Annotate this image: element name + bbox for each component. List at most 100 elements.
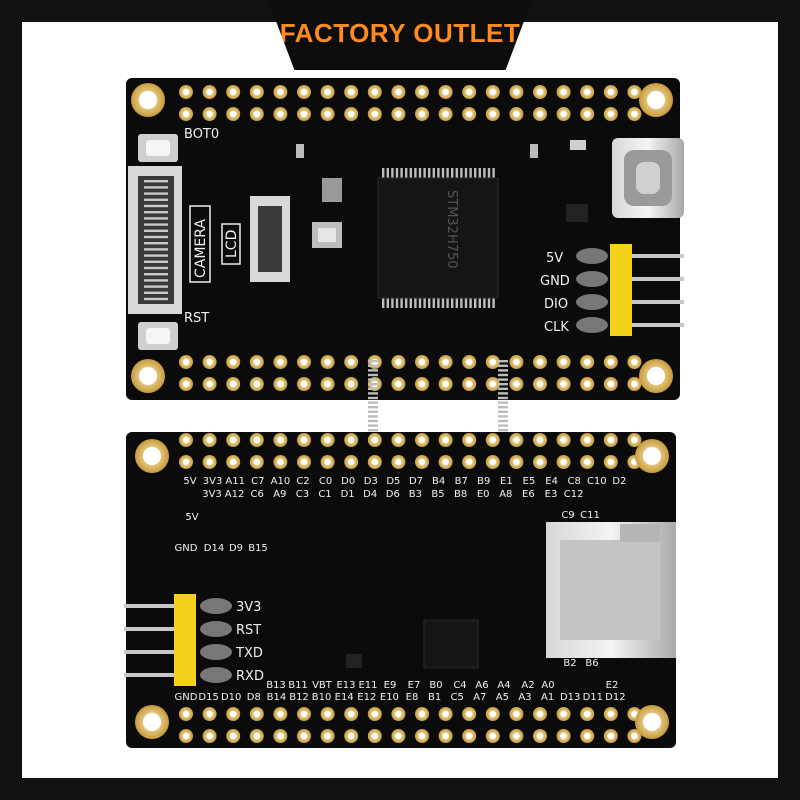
pin-hole-center bbox=[631, 380, 638, 388]
silk-label: B3 bbox=[409, 489, 422, 500]
pin-hole-center bbox=[513, 88, 520, 96]
pin-hole-center bbox=[418, 110, 426, 118]
mcu-pin bbox=[498, 373, 508, 377]
camera-connector-pins bbox=[144, 180, 168, 301]
silk-label: D3 bbox=[364, 476, 378, 487]
pin-hole-center bbox=[513, 710, 520, 718]
mcu-pin bbox=[405, 168, 408, 178]
mcu-pin bbox=[368, 369, 378, 372]
connector-pin bbox=[144, 204, 168, 208]
connector-pin bbox=[144, 211, 168, 214]
pin-hole-center bbox=[348, 110, 355, 118]
silk-label: E14 bbox=[335, 692, 354, 703]
pin-hole-center bbox=[300, 380, 308, 388]
pin-hole-center bbox=[489, 436, 496, 444]
pin-hole-center bbox=[324, 458, 331, 466]
silk-label: C1 bbox=[318, 489, 331, 500]
pin-hole-center bbox=[631, 436, 638, 444]
silk-label: B2 bbox=[563, 658, 576, 669]
silk-label: B5 bbox=[431, 489, 444, 500]
pin-hole-center bbox=[371, 710, 378, 718]
silk-label: C9 bbox=[561, 510, 574, 521]
uart-header-plastic bbox=[174, 594, 196, 686]
pin-hole-center bbox=[584, 358, 591, 366]
silk-label: 3V3 bbox=[203, 476, 223, 487]
mcu-pin bbox=[409, 168, 412, 178]
flash-chip bbox=[423, 619, 479, 669]
mcu-pin bbox=[368, 378, 378, 381]
mcu-pin bbox=[368, 387, 378, 390]
mcu-pin bbox=[483, 168, 486, 178]
mcu-pin bbox=[498, 383, 508, 386]
silk-label: A6 bbox=[475, 680, 488, 691]
pin-hole-center bbox=[513, 732, 520, 740]
camera-label-box bbox=[189, 205, 211, 283]
mcu-pin bbox=[483, 298, 486, 308]
lcd-connector-slot bbox=[258, 206, 282, 272]
mcu-pin bbox=[464, 168, 468, 178]
pin-hole-center bbox=[489, 110, 496, 118]
mcu-pin bbox=[446, 168, 449, 178]
connector-pin bbox=[144, 248, 168, 251]
connector-pin bbox=[144, 229, 168, 232]
pin-hole-center bbox=[536, 380, 544, 388]
smd-regulator bbox=[566, 204, 588, 222]
swd-solder bbox=[576, 248, 608, 264]
swd-pin bbox=[632, 277, 684, 281]
silk-label: D0 bbox=[341, 476, 355, 487]
silk-label: A4 bbox=[497, 680, 510, 691]
pin-hole-center bbox=[300, 710, 308, 718]
sd-card-latch bbox=[620, 524, 660, 542]
silk-label: 5V bbox=[185, 512, 198, 523]
mcu-pin bbox=[474, 298, 477, 308]
mcu-pin bbox=[432, 168, 435, 178]
uart-pin bbox=[124, 673, 178, 677]
crystal-small bbox=[322, 178, 342, 202]
pin-hole-center bbox=[631, 110, 638, 118]
silk-label: C7 bbox=[251, 476, 264, 487]
silk-label: E0 bbox=[477, 489, 490, 500]
silk-label: B4 bbox=[432, 476, 445, 487]
pin-hole-center bbox=[631, 710, 638, 718]
banner-title: FACTORY OUTLET bbox=[279, 18, 521, 48]
uart-solder bbox=[200, 621, 232, 637]
silk-label: B10 bbox=[312, 692, 332, 703]
pin-hole-center bbox=[442, 732, 449, 740]
silk-label: GND bbox=[175, 692, 198, 703]
silk-label: 5V bbox=[183, 476, 196, 487]
mcu-pin bbox=[460, 298, 463, 308]
connector-pin bbox=[144, 279, 168, 282]
pin-hole-center bbox=[607, 710, 614, 718]
pin-hole-center bbox=[513, 358, 520, 366]
pin-hole-center bbox=[466, 380, 473, 388]
connector-pin bbox=[144, 285, 168, 288]
swd-label-clk: CLK bbox=[544, 320, 569, 335]
pin-hole-center bbox=[607, 436, 614, 444]
pin-hole-center bbox=[300, 436, 308, 444]
uart-solder bbox=[200, 598, 232, 614]
pin-hole-center bbox=[395, 380, 402, 388]
mcu-pin bbox=[409, 298, 412, 308]
mcu-pin bbox=[437, 298, 440, 308]
mcu-pin bbox=[441, 168, 445, 178]
mcu-pin bbox=[498, 364, 508, 367]
pin-hole-center bbox=[348, 710, 355, 718]
mcu-pin bbox=[368, 410, 378, 413]
pin-hole-center bbox=[300, 458, 308, 466]
mcu-pin bbox=[498, 429, 508, 432]
mcu-pin bbox=[400, 168, 403, 178]
mcu-pin bbox=[368, 373, 378, 377]
uart-label-rst: RST bbox=[236, 623, 261, 638]
mcu-pin bbox=[487, 168, 491, 178]
swd-pin bbox=[632, 300, 684, 304]
silk-label: D2 bbox=[612, 476, 626, 487]
mcu-pin bbox=[418, 168, 422, 178]
pin-hole-center bbox=[607, 732, 614, 740]
mcu-pin bbox=[368, 392, 378, 395]
pin-hole-center bbox=[324, 436, 331, 444]
pin-hole-center bbox=[206, 710, 213, 718]
mcu-pin bbox=[368, 419, 378, 423]
swd-label-gnd: GND bbox=[540, 274, 570, 289]
smd-transistor bbox=[346, 654, 362, 668]
